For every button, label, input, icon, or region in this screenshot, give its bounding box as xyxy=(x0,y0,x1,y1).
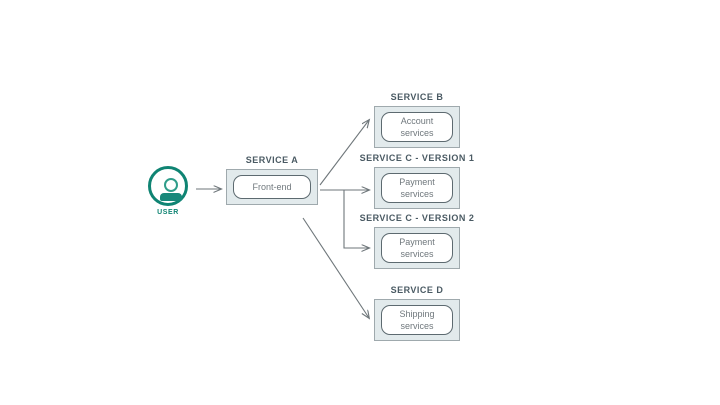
service-a-frame: Front-end xyxy=(226,169,318,205)
service-c-version-2-frame: Payment services xyxy=(374,227,460,269)
service-b-title: SERVICE B xyxy=(390,92,444,102)
user-avatar-icon xyxy=(148,166,188,206)
service-d-node-line2: services xyxy=(400,321,434,331)
service-b-node-line1: Account xyxy=(400,116,434,126)
service-c-version-1-node[interactable]: Payment services xyxy=(381,173,453,203)
service-d-frame: Shipping services xyxy=(374,299,460,341)
service-c-version-1-title: SERVICE C - VERSION 1 xyxy=(359,153,475,163)
service-d-node[interactable]: Shipping services xyxy=(381,305,453,335)
user-body-shape xyxy=(160,193,182,201)
service-c-version-2-node-line1: Payment xyxy=(399,237,435,247)
service-b-frame: Account services xyxy=(374,106,460,148)
service-c-version-1-node-line1: Payment xyxy=(399,177,435,187)
service-c-version-2-node-line2: services xyxy=(400,249,434,259)
service-a-node[interactable]: Front-end xyxy=(233,175,311,199)
service-c-version-2-node[interactable]: Payment services xyxy=(381,233,453,263)
service-b-node-line2: services xyxy=(400,128,434,138)
service-c-version-1-frame: Payment services xyxy=(374,167,460,209)
service-c-version-2-title: SERVICE C - VERSION 2 xyxy=(359,213,475,223)
user-actor[interactable]: USER xyxy=(148,166,194,222)
service-a-title: SERVICE A xyxy=(245,155,299,165)
service-b-node[interactable]: Account services xyxy=(381,112,453,142)
user-head-shape xyxy=(164,178,178,192)
service-d-title: SERVICE D xyxy=(390,285,444,295)
user-label: USER xyxy=(157,209,179,216)
connector-service-a-to-service-d xyxy=(302,217,369,318)
service-d-node-line1: Shipping xyxy=(399,309,435,319)
service-c-version-1-node-line2: services xyxy=(400,189,434,199)
